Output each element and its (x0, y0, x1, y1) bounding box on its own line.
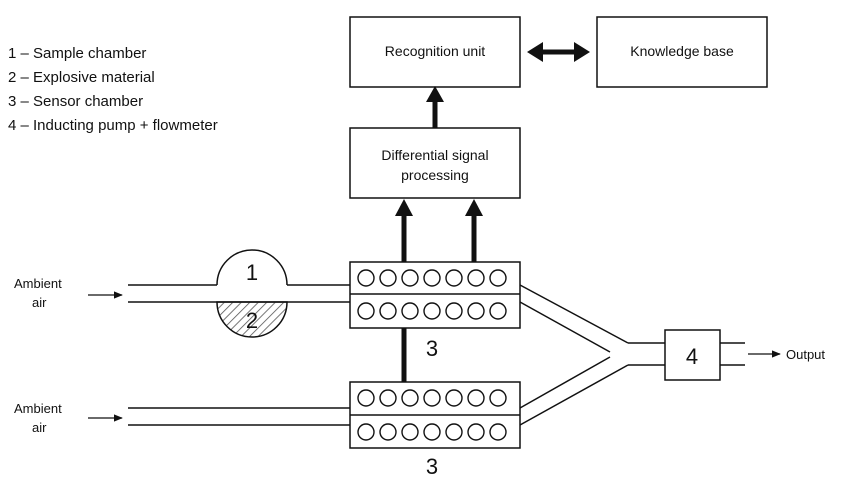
sample-chamber: 1 (216, 249, 288, 286)
top-ambient-label-line2: air (32, 295, 47, 310)
sample-chamber-number: 1 (246, 260, 258, 285)
arrow-from-top-sensor (465, 199, 483, 262)
sensor-array-row (357, 302, 507, 320)
pump-number: 4 (686, 344, 698, 369)
bottom-ambient-label-line1: Ambient (14, 401, 62, 416)
bidirectional-arrow (527, 42, 590, 62)
differential-processing-box: Differential signal processing (349, 127, 521, 199)
bottom-sensor-chamber: 3 (349, 381, 521, 477)
output-section: Output (720, 342, 825, 366)
merge-tubes (519, 284, 665, 426)
bottom-ambient-label-line2: air (32, 420, 47, 435)
arrow-up-to-recognition (426, 86, 444, 128)
bottom-ambient-air-input: Ambient air (14, 401, 123, 435)
bottom-sensor-chamber-number: 3 (426, 454, 438, 477)
bottom-inlet-tube (128, 407, 350, 426)
knowledge-base-label: Knowledge base (630, 43, 734, 59)
legend-item-inducting-pump: 4 – Inducting pump + flowmeter (8, 117, 218, 134)
legend-item-sample-chamber: 1 – Sample chamber (8, 45, 146, 62)
sensor-array-row (357, 269, 507, 287)
top-ambient-label-line1: Ambient (14, 276, 62, 291)
recognition-unit-label: Recognition unit (385, 43, 486, 59)
top-ambient-air-input: Ambient air (14, 276, 123, 310)
output-label: Output (786, 347, 825, 362)
explosive-material-number: 2 (246, 308, 258, 333)
legend-item-sensor-chamber: 3 – Sensor chamber (8, 93, 143, 110)
differential-label-line1: Differential signal (381, 147, 488, 163)
recognition-unit-box: Recognition unit (349, 16, 521, 88)
sensor-array-row (357, 423, 507, 441)
top-sensor-chamber-number: 3 (426, 336, 438, 361)
sensor-array-row (357, 389, 507, 407)
legend-item-explosive-material: 2 – Explosive material (8, 69, 155, 86)
top-inlet-tube (128, 284, 350, 303)
differential-label-line2: processing (401, 167, 469, 183)
legend: 1 – Sample chamber 2 – Explosive materia… (8, 45, 218, 134)
explosive-material: 2 (216, 301, 288, 338)
knowledge-base-box: Knowledge base (596, 16, 768, 88)
top-sensor-chamber: 3 (349, 261, 521, 361)
inducting-pump-box: 4 (664, 329, 721, 381)
